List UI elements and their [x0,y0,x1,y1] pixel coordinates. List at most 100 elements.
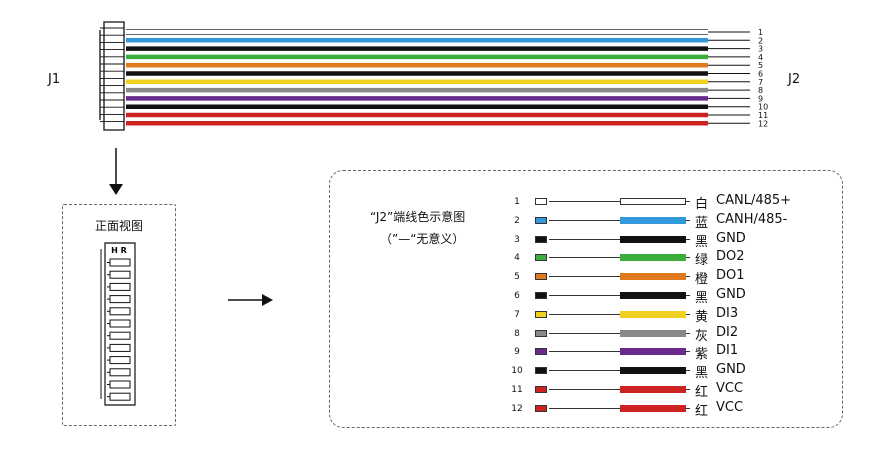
legend-row: 10 黑 GND [505,362,835,382]
legend-color-swatch [535,367,547,375]
legend-color-name: 黑 [695,234,709,250]
legend-signal-name: GND [716,362,746,378]
legend-leader-line [549,389,690,390]
legend-signal-name: DO2 [716,249,745,265]
j2-pin-number: 1 [758,28,763,37]
legend-color-name: 白 [695,197,709,212]
legend-signal-name: DI3 [716,305,739,321]
legend-color-swatch [535,216,547,224]
connector-pin-slot [109,331,131,340]
front-view-title: 正面视图 [94,219,143,233]
legend-pin-number: 1 [514,197,520,207]
connector-pin-slot [109,368,131,377]
legend-color-name: 黄 [695,309,709,325]
j2-pin-number: 12 [758,119,768,128]
legend-color-name: 橙 [695,272,709,288]
legend-color-swatch [535,329,547,337]
legend-pin-number: 7 [514,309,520,320]
legend-color-bar [620,386,686,393]
legend-color-swatch [535,386,547,393]
legend-row: 7 黄 DI3 [505,305,835,325]
front-view-connector: H R [100,242,136,406]
legend-color-bar [620,198,686,205]
legend-color-bar [620,235,686,243]
legend-pin-number: 12 [511,403,523,414]
legend-pin-number: 2 [514,215,520,226]
legend-color-name: 紫 [695,347,709,363]
legend-leader-line [549,351,690,353]
connector-pin-slot [109,295,131,304]
legend-leader-line [549,276,690,278]
legend-color-bar [620,254,686,262]
legend-color-bar [620,367,686,375]
legend-color-name: 红 [695,403,709,419]
j2-pin-number: 11 [758,111,768,120]
legend-color-name: 红 [695,385,709,400]
legend-leader-line [549,332,690,334]
legend-color-swatch [535,198,547,205]
legend-color-swatch [535,310,547,318]
j2-pin-number: 7 [758,78,763,87]
legend-title: “J2”端线色示意图 [370,210,466,224]
legend-signal-name: DO1 [716,268,745,284]
legend-pin-number: 8 [514,328,520,339]
legend-color-name: 黑 [695,366,709,382]
legend-row: 2 蓝 CANH/485- [505,211,835,231]
legend-row: 3 黑 GND [505,230,835,250]
legend-signal-name: GND [716,230,746,246]
connector-pin-slot [109,380,131,389]
legend-pin-number: 11 [511,385,523,395]
legend-note: （”—“无意义） [380,232,465,246]
legend-leader-line [549,295,690,296]
legend-leader-line [549,257,690,259]
connector-pin-slot [109,258,131,267]
legend-color-bar [620,404,686,412]
connector-pin-slot [109,307,131,316]
right-arrow [228,294,273,306]
legend-leader-line [549,370,690,372]
j2-label: J2 [788,72,801,87]
legend-color-bar [620,348,686,356]
legend-signal-name: DI2 [716,324,739,340]
legend-leader-line [549,238,690,240]
legend-color-swatch [535,254,547,262]
wire-color-legend-panel [329,170,843,428]
j1-connector [99,21,125,131]
j2-pin-number: 9 [758,94,763,103]
legend-signal-name: CANH/485- [716,211,788,227]
legend-color-swatch [535,235,547,243]
legend-color-name: 灰 [695,328,709,344]
legend-row: 8 灰 DI2 [505,324,835,344]
j2-pin-number: 4 [758,53,763,62]
legend-color-swatch [535,348,547,356]
legend-pin-number: 9 [514,347,520,358]
legend-color-bar [620,292,686,299]
legend-color-bar [620,329,686,337]
legend-color-name: 蓝 [695,215,709,231]
legend-signal-name: VCC [716,381,744,396]
connector-pin-slot [109,356,131,365]
legend-signal-name: GND [716,287,746,302]
j2-pin-number: 3 [758,45,763,54]
legend-row: 1 白 CANL/485+ [505,193,835,212]
j2-pin-number: 8 [758,86,763,95]
connector-pin-slot [109,319,131,328]
j1-label: J1 [48,72,61,87]
legend-pin-number: 10 [511,366,523,377]
legend-signal-name: CANL/485+ [716,193,792,208]
legend-signal-name: DI1 [716,343,739,359]
legend-pin-number: 3 [514,234,520,245]
j2-pin-number: 6 [758,70,763,79]
legend-color-swatch [535,273,547,281]
legend-color-bar [620,310,686,318]
j2-pin-number: 10 [758,103,768,112]
connector-pin-slot [109,343,131,352]
down-arrow [109,148,123,195]
connector-mark: H R [111,246,127,255]
